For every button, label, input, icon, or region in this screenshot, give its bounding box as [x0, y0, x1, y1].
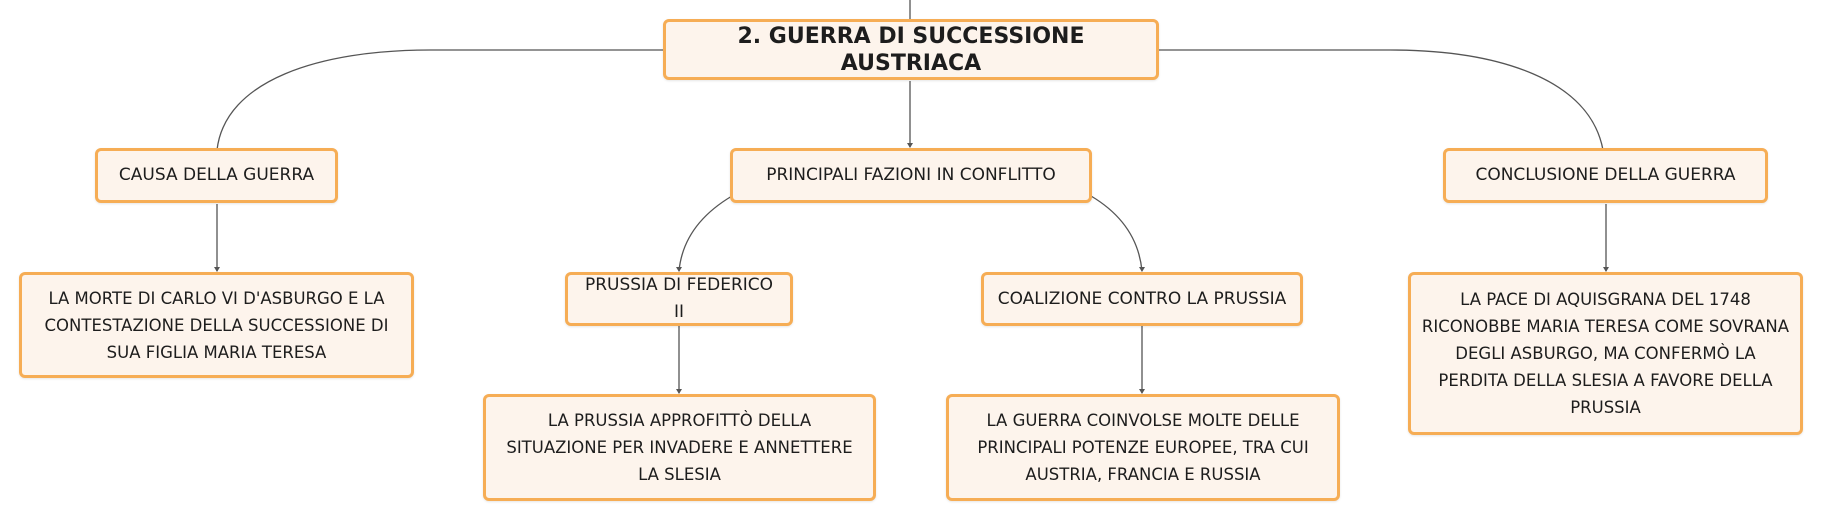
root-topic-node[interactable]: 2. GUERRA DI SUCCESSIONE AUSTRIACA — [663, 19, 1159, 80]
conclusion-detail-text: LA PACE DI AQUISGRANA DEL 1748 RICONOBBE… — [1421, 290, 1790, 417]
arrowhead — [1139, 389, 1145, 394]
conclusion-node[interactable]: CONCLUSIONE DELLA GUERRA — [1443, 148, 1768, 203]
cause-detail-node[interactable]: LA MORTE DI CARLO VI D'ASBURGO E LA CONT… — [19, 272, 414, 378]
conclusion-label: CONCLUSIONE DELLA GUERRA — [1475, 165, 1736, 185]
connector-factions-prussia — [678, 195, 733, 272]
arrowhead — [676, 267, 682, 272]
conclusion-detail-node[interactable]: LA PACE DI AQUISGRANA DEL 1748 RICONOBBE… — [1408, 272, 1803, 435]
prussia-detail-node[interactable]: LA PRUSSIA APPROFITTÒ DELLA SITUAZIONE P… — [483, 394, 876, 501]
arrowhead — [214, 267, 220, 272]
connector-root-conclusion — [1157, 49, 1604, 151]
factions-node[interactable]: PRINCIPALI FAZIONI IN CONFLITTO — [730, 148, 1092, 203]
arrowhead — [676, 389, 682, 394]
cause-label: CAUSA DELLA GUERRA — [118, 165, 315, 185]
coalition-label: COALIZIONE CONTRO LA PRUSSIA — [997, 288, 1287, 309]
coalition-detail-node[interactable]: LA GUERRA COINVOLSE MOLTE DELLE PRINCIPA… — [946, 394, 1340, 501]
coalition-detail-text: LA GUERRA COINVOLSE MOLTE DELLE PRINCIPA… — [977, 411, 1309, 484]
prussia-label: PRUSSIA DI FEDERICO II — [584, 275, 774, 322]
arrowhead — [1603, 267, 1609, 272]
cause-node[interactable]: CAUSA DELLA GUERRA — [95, 148, 338, 203]
arrowhead — [907, 143, 913, 148]
cause-detail-text: LA MORTE DI CARLO VI D'ASBURGO E LA CONT… — [44, 288, 389, 362]
root-topic-label: 2. GUERRA DI SUCCESSIONE AUSTRIACA — [737, 23, 1085, 76]
arrowhead — [1139, 267, 1145, 272]
connector-root-cause — [216, 49, 664, 151]
connector-factions-coalition — [1090, 195, 1143, 272]
factions-label: PRINCIPALI FAZIONI IN CONFLITTO — [766, 165, 1056, 185]
coalition-node[interactable]: COALIZIONE CONTRO LA PRUSSIA — [981, 272, 1303, 326]
prussia-node[interactable]: PRUSSIA DI FEDERICO II — [565, 272, 793, 326]
prussia-detail-text: LA PRUSSIA APPROFITTÒ DELLA SITUAZIONE P… — [506, 411, 853, 484]
